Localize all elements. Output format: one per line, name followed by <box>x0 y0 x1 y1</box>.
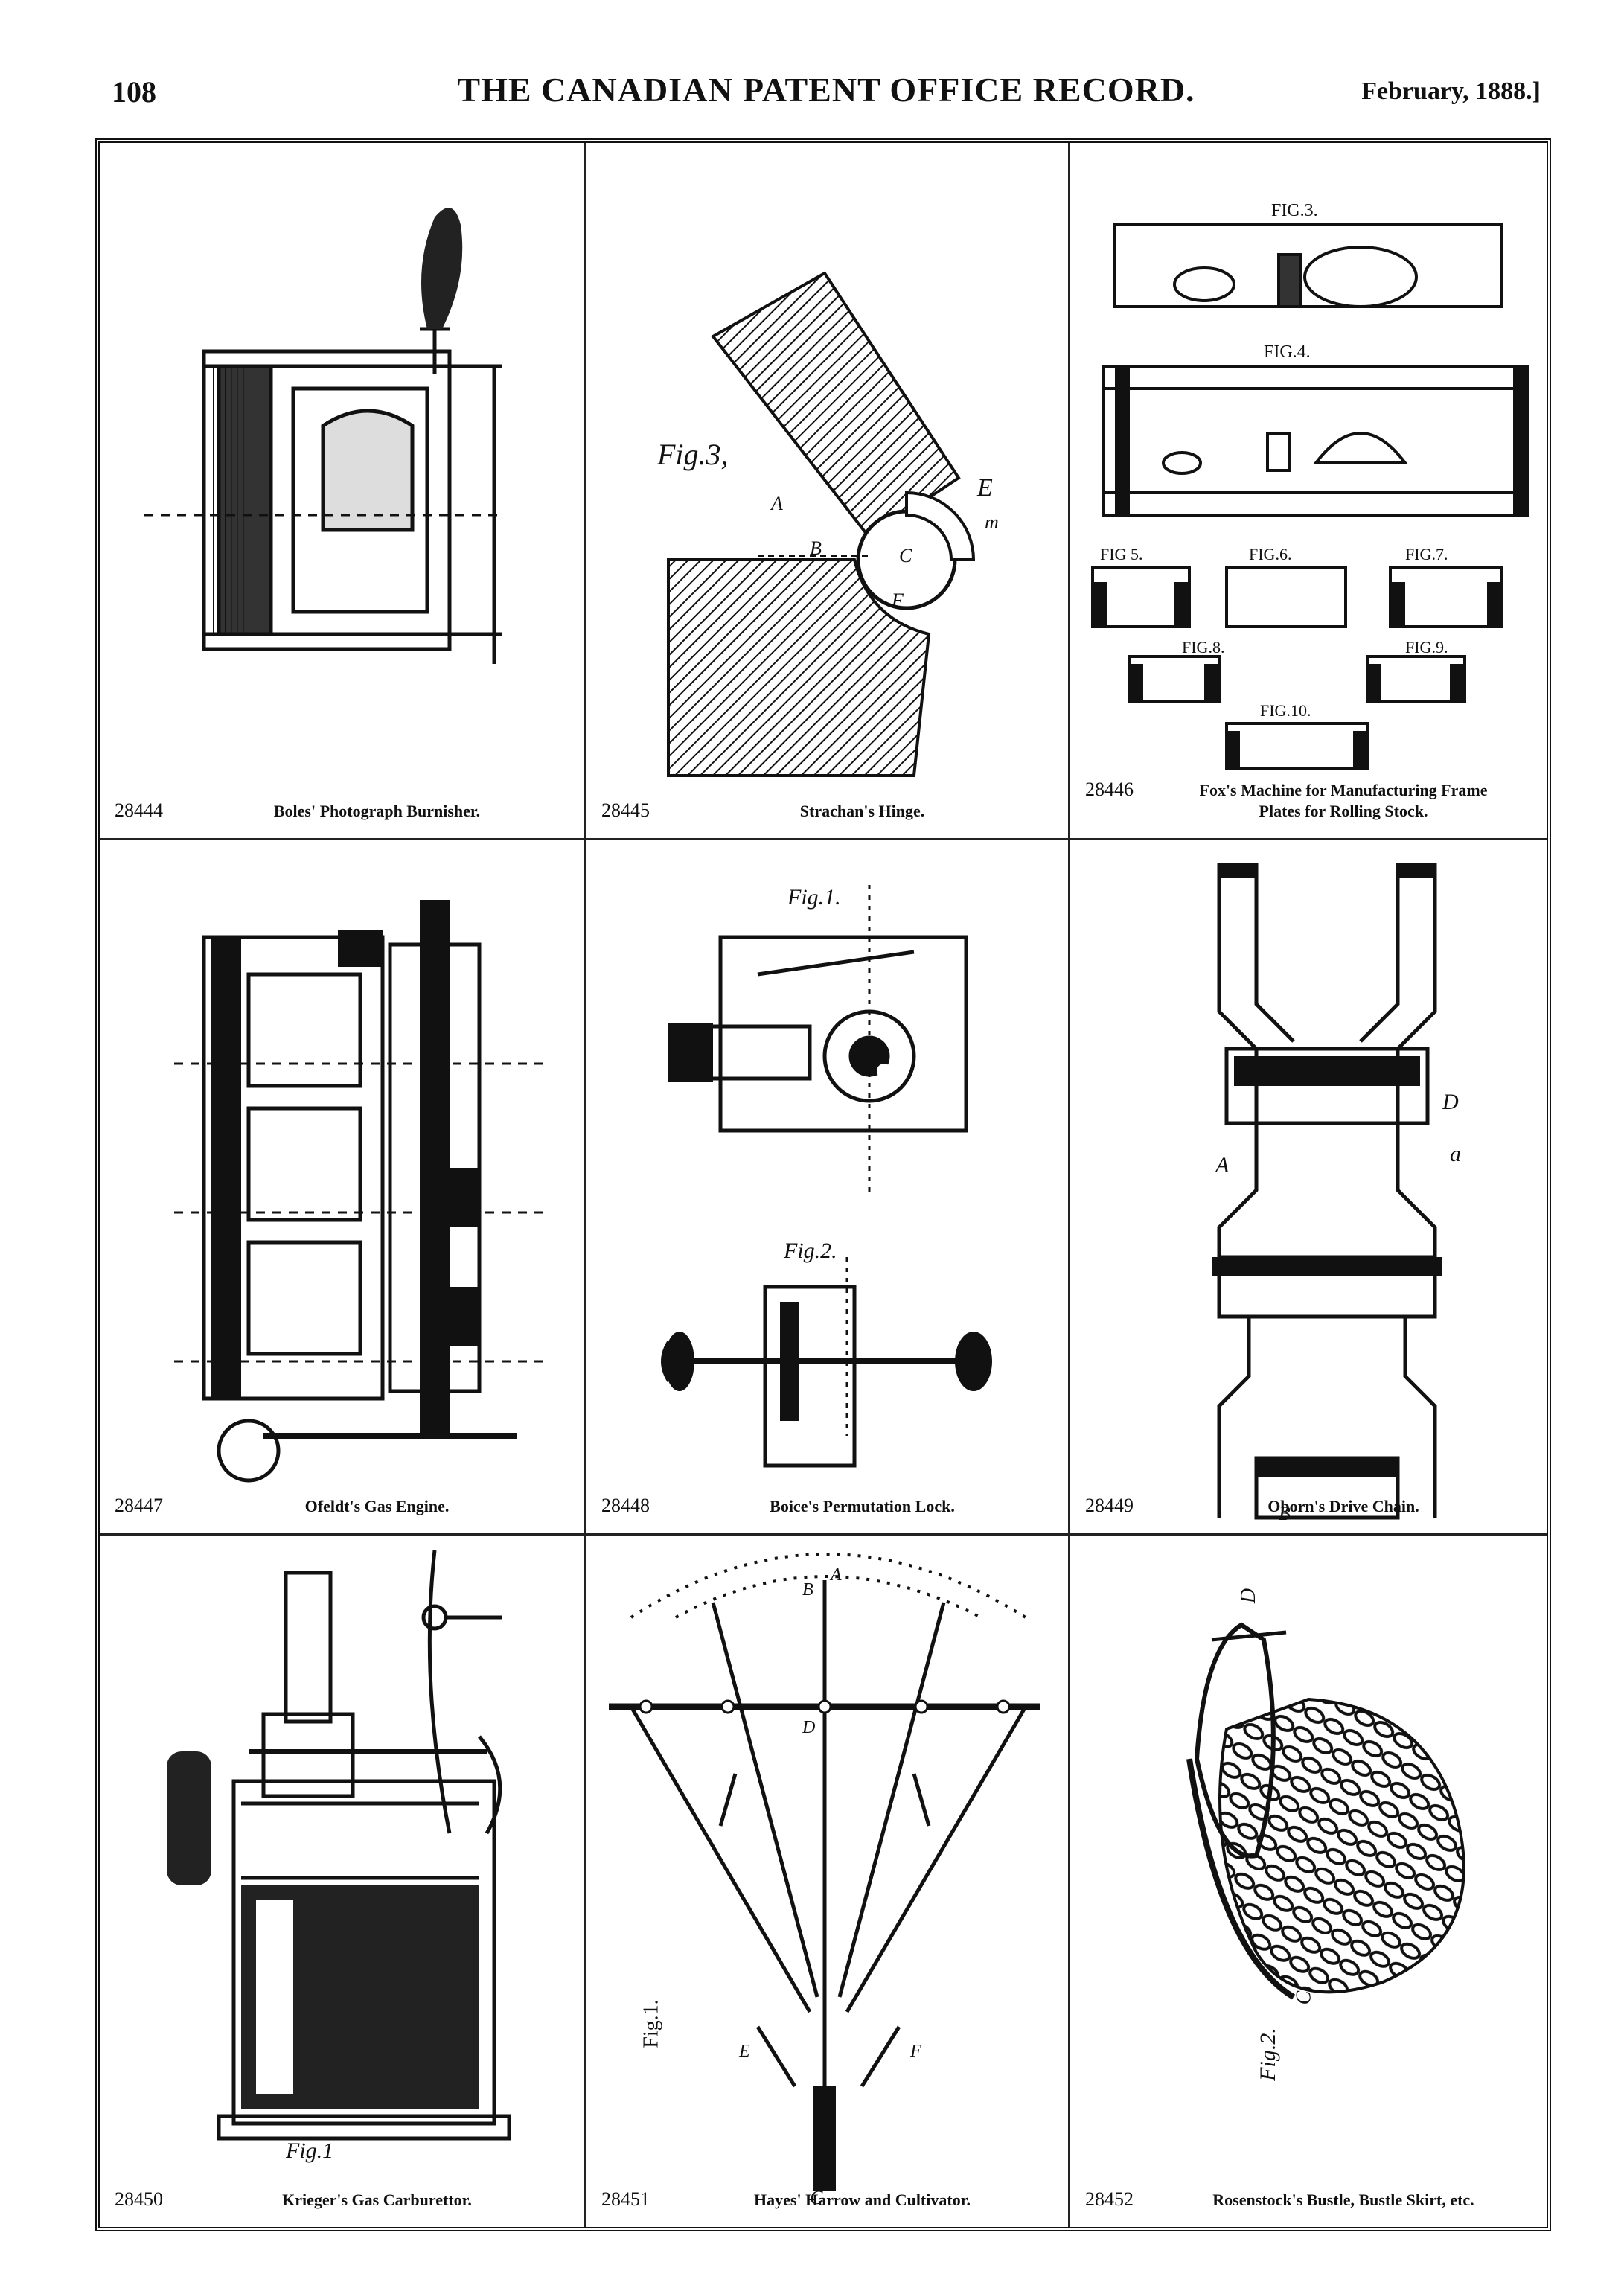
figure-label: Fig.2. <box>784 1239 837 1263</box>
patent-title: Krieger's Gas Carburettor. <box>182 2190 572 2211</box>
figure-label: C <box>899 545 912 566</box>
figure-label: E <box>739 2042 750 2061</box>
patent-number: 28449 <box>1085 1495 1134 1516</box>
row-divider <box>100 838 1547 840</box>
figure-label: Fig.3, <box>657 438 729 471</box>
patent-title: Rosenstock's Bustle, Bustle Skirt, etc. <box>1152 2190 1535 2211</box>
figure-label: FIG.4. <box>1264 342 1311 362</box>
figure-label: FIG 5. <box>1100 545 1143 563</box>
figure-label: Fig.1 <box>286 2138 334 2163</box>
figure-label: A <box>831 1565 842 1585</box>
patent-caption: 28450 Krieger's Gas Carburettor. <box>100 2166 584 2211</box>
patent-title-line: Oborn's Drive Chain. <box>1267 1497 1419 1515</box>
patent-title: Oborn's Drive Chain. <box>1152 1496 1535 1517</box>
patent-caption: 28449 Oborn's Drive Chain. <box>1070 1472 1547 1517</box>
patent-title-line: Rosenstock's Bustle, Bustle Skirt, etc. <box>1212 2191 1474 2209</box>
patent-number: 28445 <box>601 799 650 821</box>
figure-label: C <box>810 2187 823 2208</box>
patent-title-line: Hayes' Harrow and Cultivator. <box>754 2191 971 2209</box>
figure-label: F <box>910 2042 921 2061</box>
gas-carburettor-drawing <box>167 1550 511 2141</box>
figure-label: C <box>1292 1990 1316 2005</box>
patent-title-line: Plates for Rolling Stock. <box>1259 802 1428 820</box>
patent-title-line: Krieger's Gas Carburettor. <box>282 2191 472 2209</box>
figure-label: Fig.2. <box>1255 2028 1280 2081</box>
figure-label: Fig.1. <box>639 1999 663 2048</box>
figure-label: a <box>1450 1142 1461 1166</box>
figure-label: D <box>802 1718 816 1737</box>
patent-caption: 28452 Rosenstock's Bustle, Bustle Skirt,… <box>1070 2166 1547 2211</box>
patent-title-line: Boles' Photograph Burnisher. <box>273 802 481 820</box>
patent-title: Ofeldt's Gas Engine. <box>182 1496 572 1517</box>
patent-title-line: Strachan's Hinge. <box>799 802 925 820</box>
figure-label: Fig.1. <box>787 885 841 910</box>
figure-label: B <box>802 1580 813 1600</box>
patent-cell: A B C D a 28449 Oborn's Drive Chain. <box>1070 840 1547 1533</box>
patent-title: Boice's Permutation Lock. <box>668 1496 1056 1517</box>
figure-label: D <box>1442 1090 1459 1114</box>
figure-label: FIG.10. <box>1260 701 1311 720</box>
figure-label: FIG.8. <box>1182 638 1225 656</box>
patent-title-line: Fox's Machine for Manufacturing Frame <box>1199 781 1488 799</box>
patent-title: Boles' Photograph Burnisher. <box>182 801 572 822</box>
figure-label: FIG.7. <box>1405 545 1448 563</box>
patent-cell: FIG.3. FIG.4. FIG 5. FIG.6. FIG.7. FIG.8… <box>1070 143 1547 838</box>
patent-title: Fox's Machine for Manufacturing Frame Pl… <box>1152 780 1535 822</box>
patent-number: 28447 <box>115 1495 163 1516</box>
drive-chain-drawing <box>1212 863 1442 1520</box>
patent-cell: Fig.3, A B C E F m 28445 Strachan's Hing… <box>586 143 1068 838</box>
patent-number: 28452 <box>1085 2188 1134 2210</box>
page-header: 108 THE CANADIAN PATENT OFFICE RECORD. F… <box>112 67 1541 119</box>
frame-plate-drawing <box>1091 223 1529 770</box>
patent-title: Strachan's Hinge. <box>668 801 1056 822</box>
patent-caption: 28448 Boice's Permutation Lock. <box>586 1472 1068 1517</box>
patent-cell: 28444 Boles' Photograph Burnisher. <box>100 143 584 838</box>
figure-label: F <box>892 590 904 611</box>
hinge-drawing <box>667 271 976 777</box>
patent-title-line: Boice's Permutation Lock. <box>770 1497 955 1515</box>
patent-cell: D C Fig.2. 28452 Rosenstock's Bustle, Bu… <box>1070 1536 1547 2227</box>
row-divider <box>100 1533 1547 1536</box>
publication-title: THE CANADIAN PATENT OFFICE RECORD. <box>457 71 1195 109</box>
patent-caption: 28444 Boles' Photograph Burnisher. <box>100 777 584 822</box>
patent-title: Hayes' Harrow and Cultivator. <box>668 2190 1056 2211</box>
patent-caption: 28445 Strachan's Hinge. <box>586 777 1068 822</box>
patent-caption: 28446 Fox's Machine for Manufacturing Fr… <box>1070 777 1547 822</box>
figure-label: E <box>977 474 993 502</box>
patent-grid: 28444 Boles' Photograph Burnisher. <box>100 143 1547 2227</box>
patent-number: 28446 <box>1085 779 1134 800</box>
figure-label: B <box>1279 1503 1291 1524</box>
figure-label: A <box>1215 1153 1230 1178</box>
permutation-lock-drawing <box>661 885 992 1468</box>
patent-cell: 28447 Ofeldt's Gas Engine. <box>100 840 584 1533</box>
issue-date: February, 1888.] <box>1361 77 1541 105</box>
burnisher-drawing <box>144 208 502 664</box>
patent-number: 28448 <box>601 1495 650 1516</box>
column-divider <box>584 143 586 2227</box>
figure-label: FIG.6. <box>1249 545 1292 563</box>
page-number: 108 <box>112 75 156 109</box>
patent-cell: Fig.1. A B C D E F 28451 Hayes' Harrow a… <box>586 1536 1068 2227</box>
figure-label: B <box>810 537 822 559</box>
patent-number: 28450 <box>115 2188 163 2210</box>
gas-engine-drawing <box>174 900 546 1483</box>
figure-label: FIG.9. <box>1405 638 1448 656</box>
patent-cell: Fig.1 28450 Krieger's Gas Carburettor. <box>100 1536 584 2227</box>
patent-cell: Fig.1. Fig.2. 28448 Boice's Permutation … <box>586 840 1068 1533</box>
figure-label: FIG.3. <box>1271 201 1318 220</box>
patent-caption: 28451 Hayes' Harrow and Cultivator. <box>586 2166 1068 2211</box>
bustle-drawing <box>1186 1622 1465 2000</box>
column-divider <box>1068 143 1070 2227</box>
figure-label: D <box>1237 1588 1261 1604</box>
patent-plate-frame: 28444 Boles' Photograph Burnisher. <box>95 138 1551 2231</box>
harrow-drawing <box>609 1553 1040 2191</box>
patent-number: 28451 <box>601 2188 650 2210</box>
figure-label: m <box>985 511 999 533</box>
figure-label: C <box>1379 1257 1393 1279</box>
patent-number: 28444 <box>115 799 163 821</box>
patent-caption: 28447 Ofeldt's Gas Engine. <box>100 1472 584 1517</box>
figure-label: A <box>771 493 783 514</box>
patent-title-line: Ofeldt's Gas Engine. <box>304 1497 450 1515</box>
